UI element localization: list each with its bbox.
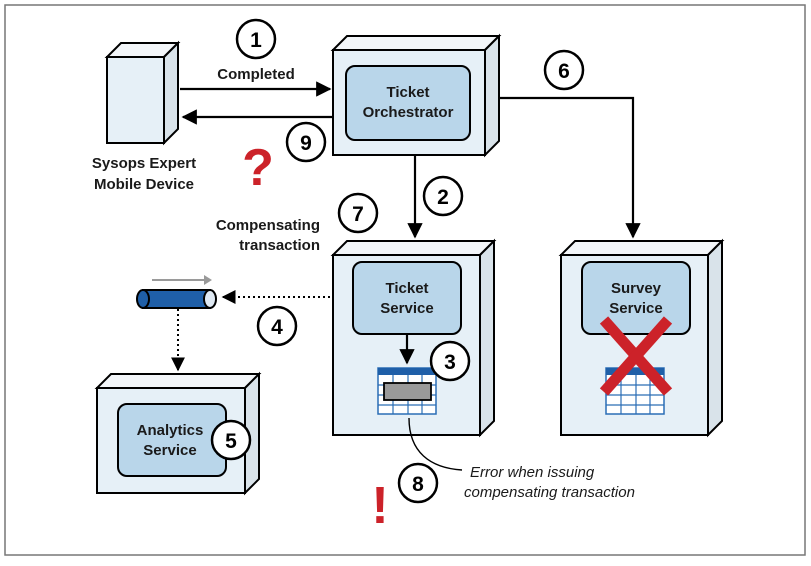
orchestrator-title-line2: Orchestrator	[363, 104, 454, 121]
step-badge-5: 5	[210, 419, 252, 461]
orchestrator-title-line1: Ticket	[386, 84, 429, 101]
step-badge-7: 7	[337, 192, 379, 234]
device-label-line2: Mobile Device	[94, 176, 194, 193]
compensating-label-line2: transaction	[239, 237, 320, 254]
message-queue-icon	[136, 275, 217, 309]
analytics-service-node	[94, 371, 262, 496]
arrow-to-survey-service	[499, 96, 641, 239]
step-badge-4: 4	[256, 305, 298, 347]
survey-service-title-line1: Survey	[611, 280, 662, 297]
ticket-orchestrator-node	[330, 33, 502, 158]
error-note-line2: compensating transaction	[464, 484, 635, 501]
ticket-service-title-line1: Ticket	[385, 280, 428, 297]
step-number-4: 4	[271, 316, 283, 339]
completed-label: Completed	[217, 66, 295, 83]
mobile-device	[104, 40, 181, 146]
survey-service-node	[558, 238, 725, 438]
analytics-title-line2: Service	[143, 442, 196, 459]
step-number-1: 1	[250, 29, 262, 52]
step-number-8: 8	[412, 473, 424, 496]
step-badge-8: 8	[397, 462, 439, 504]
step-badge-1: 1	[235, 18, 277, 60]
compensating-label-line1: Compensating	[216, 217, 320, 234]
device-label-line1: Sysops Expert	[92, 155, 196, 172]
survey-service-title-line2: Service	[609, 300, 662, 317]
analytics-title-line1: Analytics	[137, 422, 204, 439]
ticket-service-title-line2: Service	[380, 300, 433, 317]
step-badge-9: 9	[285, 121, 327, 163]
error-callout-line	[408, 417, 463, 471]
error-note-line1: Error when issuing	[470, 464, 595, 481]
step-badge-6: 6	[543, 49, 585, 91]
step-number-3: 3	[444, 351, 456, 374]
failure-x-icon	[599, 316, 673, 396]
step-number-5: 5	[225, 430, 237, 453]
question-mark: ?	[242, 139, 274, 197]
step-number-2: 2	[437, 186, 449, 209]
step-number-7: 7	[352, 203, 364, 226]
error-record	[383, 382, 432, 401]
ticket-database-icon	[377, 367, 437, 415]
exclamation-mark: !	[371, 477, 388, 535]
step-badge-3: 3	[429, 340, 471, 382]
step-badge-2: 2	[422, 175, 464, 217]
step-number-6: 6	[558, 60, 570, 83]
step-number-9: 9	[300, 132, 312, 155]
